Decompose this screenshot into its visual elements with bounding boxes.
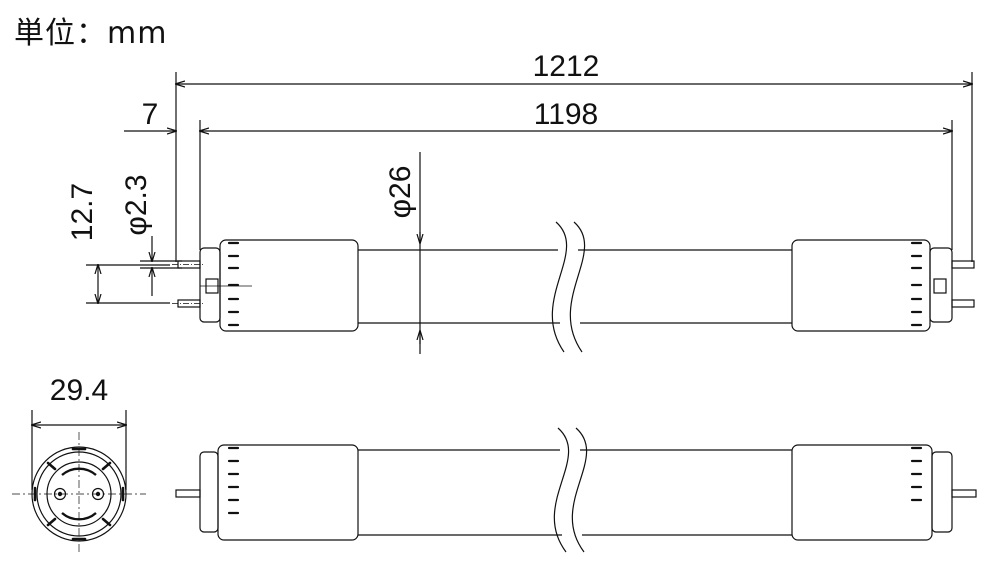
dim-text-tube-diameter: φ26 (384, 166, 417, 219)
dim-text-total-length: 1212 (533, 50, 600, 83)
dim-pin-diameter (140, 236, 182, 296)
dim-text-pin-length: 7 (142, 98, 159, 131)
dim-text-body-length: 1198 (534, 98, 599, 131)
dim-body-length (124, 120, 952, 250)
dim-text-pin-spacing: 12.7 (66, 183, 99, 241)
unit-label: 単位：mm (14, 16, 168, 51)
tube-bottom-view (175, 427, 977, 553)
dim-text-cap-diameter: 29.4 (50, 374, 108, 407)
dim-total-length (176, 72, 972, 262)
dim-text-pin-diameter: φ2.3 (120, 174, 153, 235)
dim-pin-spacing (86, 265, 170, 303)
tube-top-view (172, 221, 975, 353)
cap-end-view (12, 410, 146, 554)
